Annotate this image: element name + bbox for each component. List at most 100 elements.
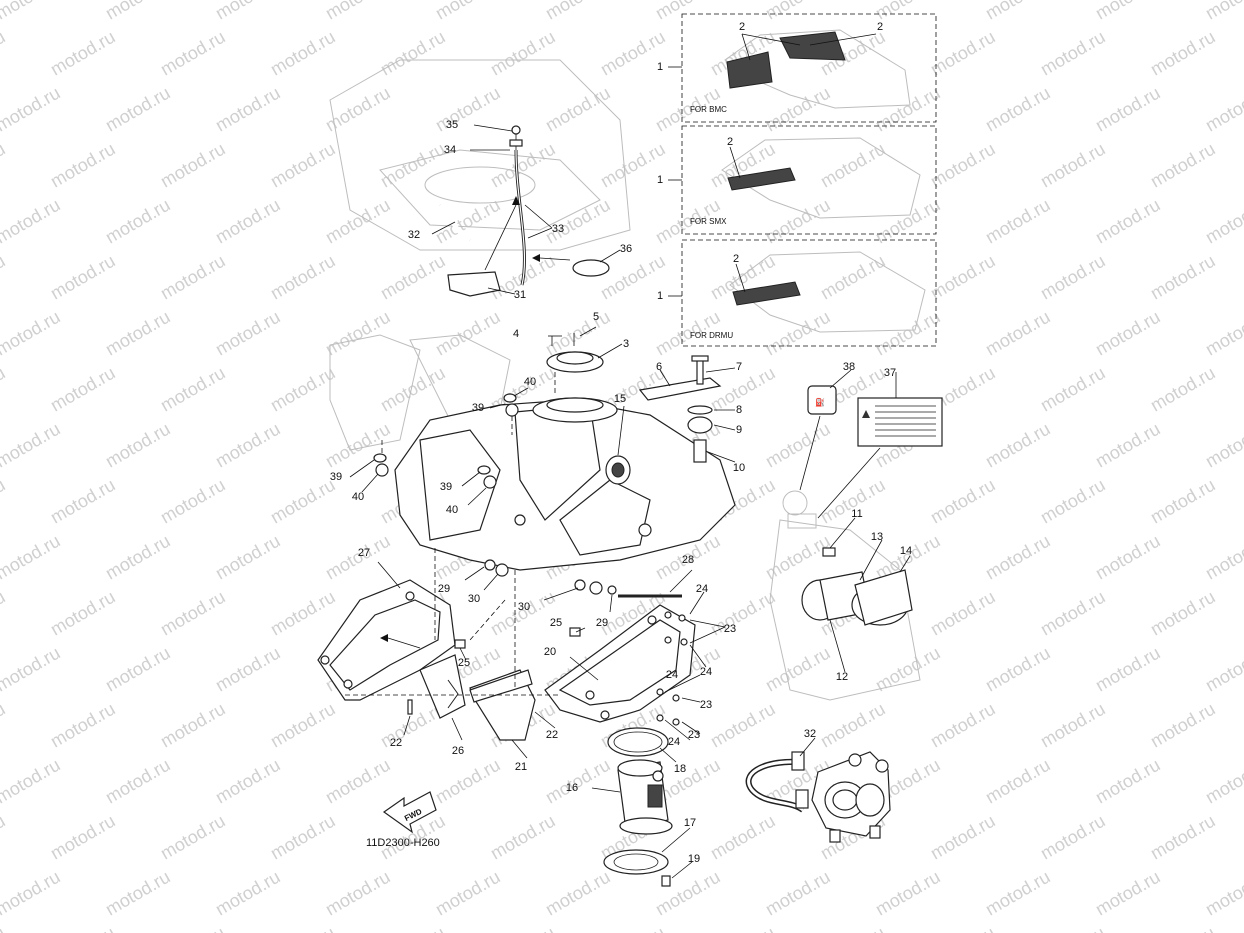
- callout-number: 5: [593, 311, 599, 323]
- watermark-text: motod.ru: [817, 923, 889, 933]
- watermark-text: motod.ru: [1092, 531, 1164, 584]
- watermark-text: motod.ru: [1147, 475, 1219, 528]
- watermark-text: motod.ru: [1147, 587, 1219, 640]
- variant-caption-drmu: FOR DRMU: [690, 331, 733, 340]
- watermark-text: motod.ru: [102, 83, 174, 136]
- callout-number: 28: [682, 554, 694, 566]
- watermark-text: motod.ru: [652, 0, 724, 23]
- watermark-text: motod.ru: [47, 251, 119, 304]
- watermark-text: motod.ru: [212, 531, 284, 584]
- watermark-text: motod.ru: [267, 587, 339, 640]
- watermark-text: motod.ru: [267, 363, 339, 416]
- watermark-text: motod.ru: [157, 363, 229, 416]
- callout-number: 34: [444, 144, 456, 156]
- watermark-text: motod.ru: [0, 587, 9, 640]
- forward-arrow: FWD: [382, 791, 437, 834]
- watermark-text: motod.ru: [1202, 419, 1244, 472]
- watermark-text: motod.ru: [102, 643, 174, 696]
- vent-hose-assembly: [329, 59, 631, 297]
- watermark-text: motod.ru: [927, 27, 999, 80]
- diagram-code: 11D2300-H260: [366, 837, 440, 849]
- watermark-text: motod.ru: [927, 251, 999, 304]
- watermark-text: motod.ru: [1147, 699, 1219, 752]
- watermark-text: motod.ru: [102, 195, 174, 248]
- callout-number: 9: [736, 424, 742, 436]
- watermark-text: motod.ru: [0, 363, 9, 416]
- callout-number: 15: [614, 393, 626, 405]
- watermark-text: motod.ru: [0, 251, 9, 304]
- watermark-text: motod.ru: [1202, 0, 1244, 23]
- watermark-text: motod.ru: [982, 83, 1054, 136]
- warning-text-lines: [862, 405, 936, 437]
- watermark-text: motod.ru: [982, 643, 1054, 696]
- callout-number: 24: [700, 666, 712, 678]
- watermark-text: motod.ru: [47, 587, 119, 640]
- watermark-text: motod.ru: [1037, 811, 1109, 864]
- watermark-text: motod.ru: [487, 27, 559, 80]
- callout-number: 24: [696, 583, 708, 595]
- callout-number: 11: [851, 508, 862, 520]
- callout-number: 4: [513, 328, 519, 340]
- callout-number: 40: [524, 376, 536, 388]
- callout-number: 31: [514, 289, 526, 301]
- watermark-text: motod.ru: [1037, 475, 1109, 528]
- callout-number: 30: [518, 601, 530, 613]
- watermark-text: motod.ru: [47, 139, 119, 192]
- watermark-text: motod.ru: [1092, 643, 1164, 696]
- watermark-text: motod.ru: [927, 475, 999, 528]
- callout-number: 2: [877, 21, 883, 33]
- watermark-text: motod.ru: [927, 811, 999, 864]
- watermark-text: motod.ru: [817, 139, 889, 192]
- watermark-text: motod.ru: [212, 755, 284, 808]
- callout-number: 36: [620, 243, 632, 255]
- watermark-text: motod.ru: [267, 139, 339, 192]
- callout-number: 24: [668, 736, 680, 748]
- watermark-text: motod.ru: [927, 699, 999, 752]
- watermark-text: motod.ru: [542, 0, 614, 23]
- callout-number: 14: [900, 545, 912, 557]
- watermark-text: motod.ru: [267, 923, 339, 933]
- callout-number: 6: [656, 361, 662, 373]
- watermark-text: motod.ru: [1037, 699, 1109, 752]
- callout-number: 20: [544, 646, 556, 658]
- watermark-text: motod.ru: [47, 811, 119, 864]
- watermark-text: motod.ru: [982, 0, 1054, 23]
- callout-number: 33: [552, 223, 564, 235]
- callout-number: 12: [836, 671, 848, 683]
- callout-number: 23: [688, 729, 700, 741]
- fuel-pump-icon: ⛽: [815, 397, 825, 407]
- watermark-text: motod.ru: [927, 139, 999, 192]
- callout-number: 7: [736, 361, 742, 373]
- watermark-text: motod.ru: [322, 83, 394, 136]
- callout-number: 32: [408, 229, 420, 241]
- watermark-text: motod.ru: [267, 251, 339, 304]
- watermark-text: motod.ru: [322, 755, 394, 808]
- watermark-text: motod.ru: [762, 307, 834, 360]
- watermark-text: motod.ru: [102, 531, 174, 584]
- watermark-text: motod.ru: [322, 867, 394, 920]
- callout-number: 3: [623, 338, 629, 350]
- watermark-text: motod.ru: [1092, 83, 1164, 136]
- watermark-text: motod.ru: [487, 139, 559, 192]
- watermark-text: motod.ru: [322, 307, 394, 360]
- watermark-text: motod.ru: [487, 811, 559, 864]
- callout-number: 40: [352, 491, 364, 503]
- watermark-text: motod.ru: [597, 923, 669, 933]
- watermark-text: motod.ru: [212, 195, 284, 248]
- watermark-text: motod.ru: [542, 195, 614, 248]
- watermark-text: motod.ru: [652, 867, 724, 920]
- watermark-text: motod.ru: [1202, 531, 1244, 584]
- watermark-text: motod.ru: [1147, 139, 1219, 192]
- watermark-text: motod.ru: [1037, 587, 1109, 640]
- callout-number: 26: [452, 745, 464, 757]
- variant-box-drmu: [681, 239, 937, 347]
- callout-number: 13: [871, 531, 883, 543]
- watermark-text: motod.ru: [157, 923, 229, 933]
- watermark-text: motod.ru: [1147, 27, 1219, 80]
- watermark-text: motod.ru: [1147, 363, 1219, 416]
- callout-number: 2: [733, 253, 739, 265]
- watermark-text: motod.ru: [47, 363, 119, 416]
- callout-number: 29: [596, 617, 608, 629]
